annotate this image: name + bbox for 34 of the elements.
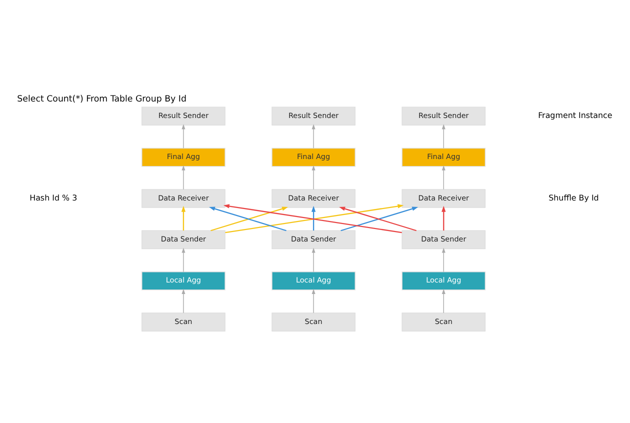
arrow bbox=[182, 248, 186, 272]
node-box: Result Sender bbox=[272, 106, 356, 126]
diagram-title: Select Count(*) From Table Group By Id bbox=[17, 94, 186, 105]
node-box: Data Receiver bbox=[402, 189, 486, 208]
node-box: Data Sender bbox=[142, 230, 226, 250]
arrow bbox=[182, 165, 186, 190]
node-box: Scan bbox=[142, 312, 226, 332]
arrow bbox=[311, 206, 316, 231]
arrow bbox=[442, 124, 446, 148]
arrow bbox=[442, 206, 446, 231]
node-box: Data Sender bbox=[402, 230, 486, 250]
node-box: Local Agg bbox=[142, 271, 226, 290]
arrow bbox=[312, 288, 316, 314]
node-box: Local Agg bbox=[402, 271, 486, 290]
arrow bbox=[312, 165, 316, 190]
node-box: Scan bbox=[272, 312, 356, 332]
arrow bbox=[312, 124, 316, 148]
node-box: Local Agg bbox=[272, 271, 356, 290]
arrow bbox=[182, 288, 186, 314]
arrow bbox=[181, 206, 186, 231]
node-box: Data Sender bbox=[272, 230, 356, 250]
node-box: Data Receiver bbox=[142, 189, 226, 208]
arrow bbox=[442, 165, 446, 190]
arrow bbox=[182, 124, 186, 148]
arrow bbox=[442, 288, 446, 314]
node-box: Final Agg bbox=[402, 148, 486, 167]
node-box: Final Agg bbox=[272, 148, 356, 167]
arrow bbox=[312, 248, 316, 272]
node-box: Scan bbox=[402, 312, 486, 332]
node-box: Data Receiver bbox=[272, 189, 356, 208]
node-box: Result Sender bbox=[402, 106, 486, 126]
node-box: Result Sender bbox=[142, 106, 226, 126]
node-box: Final Agg bbox=[142, 148, 226, 167]
arrow bbox=[442, 248, 446, 272]
